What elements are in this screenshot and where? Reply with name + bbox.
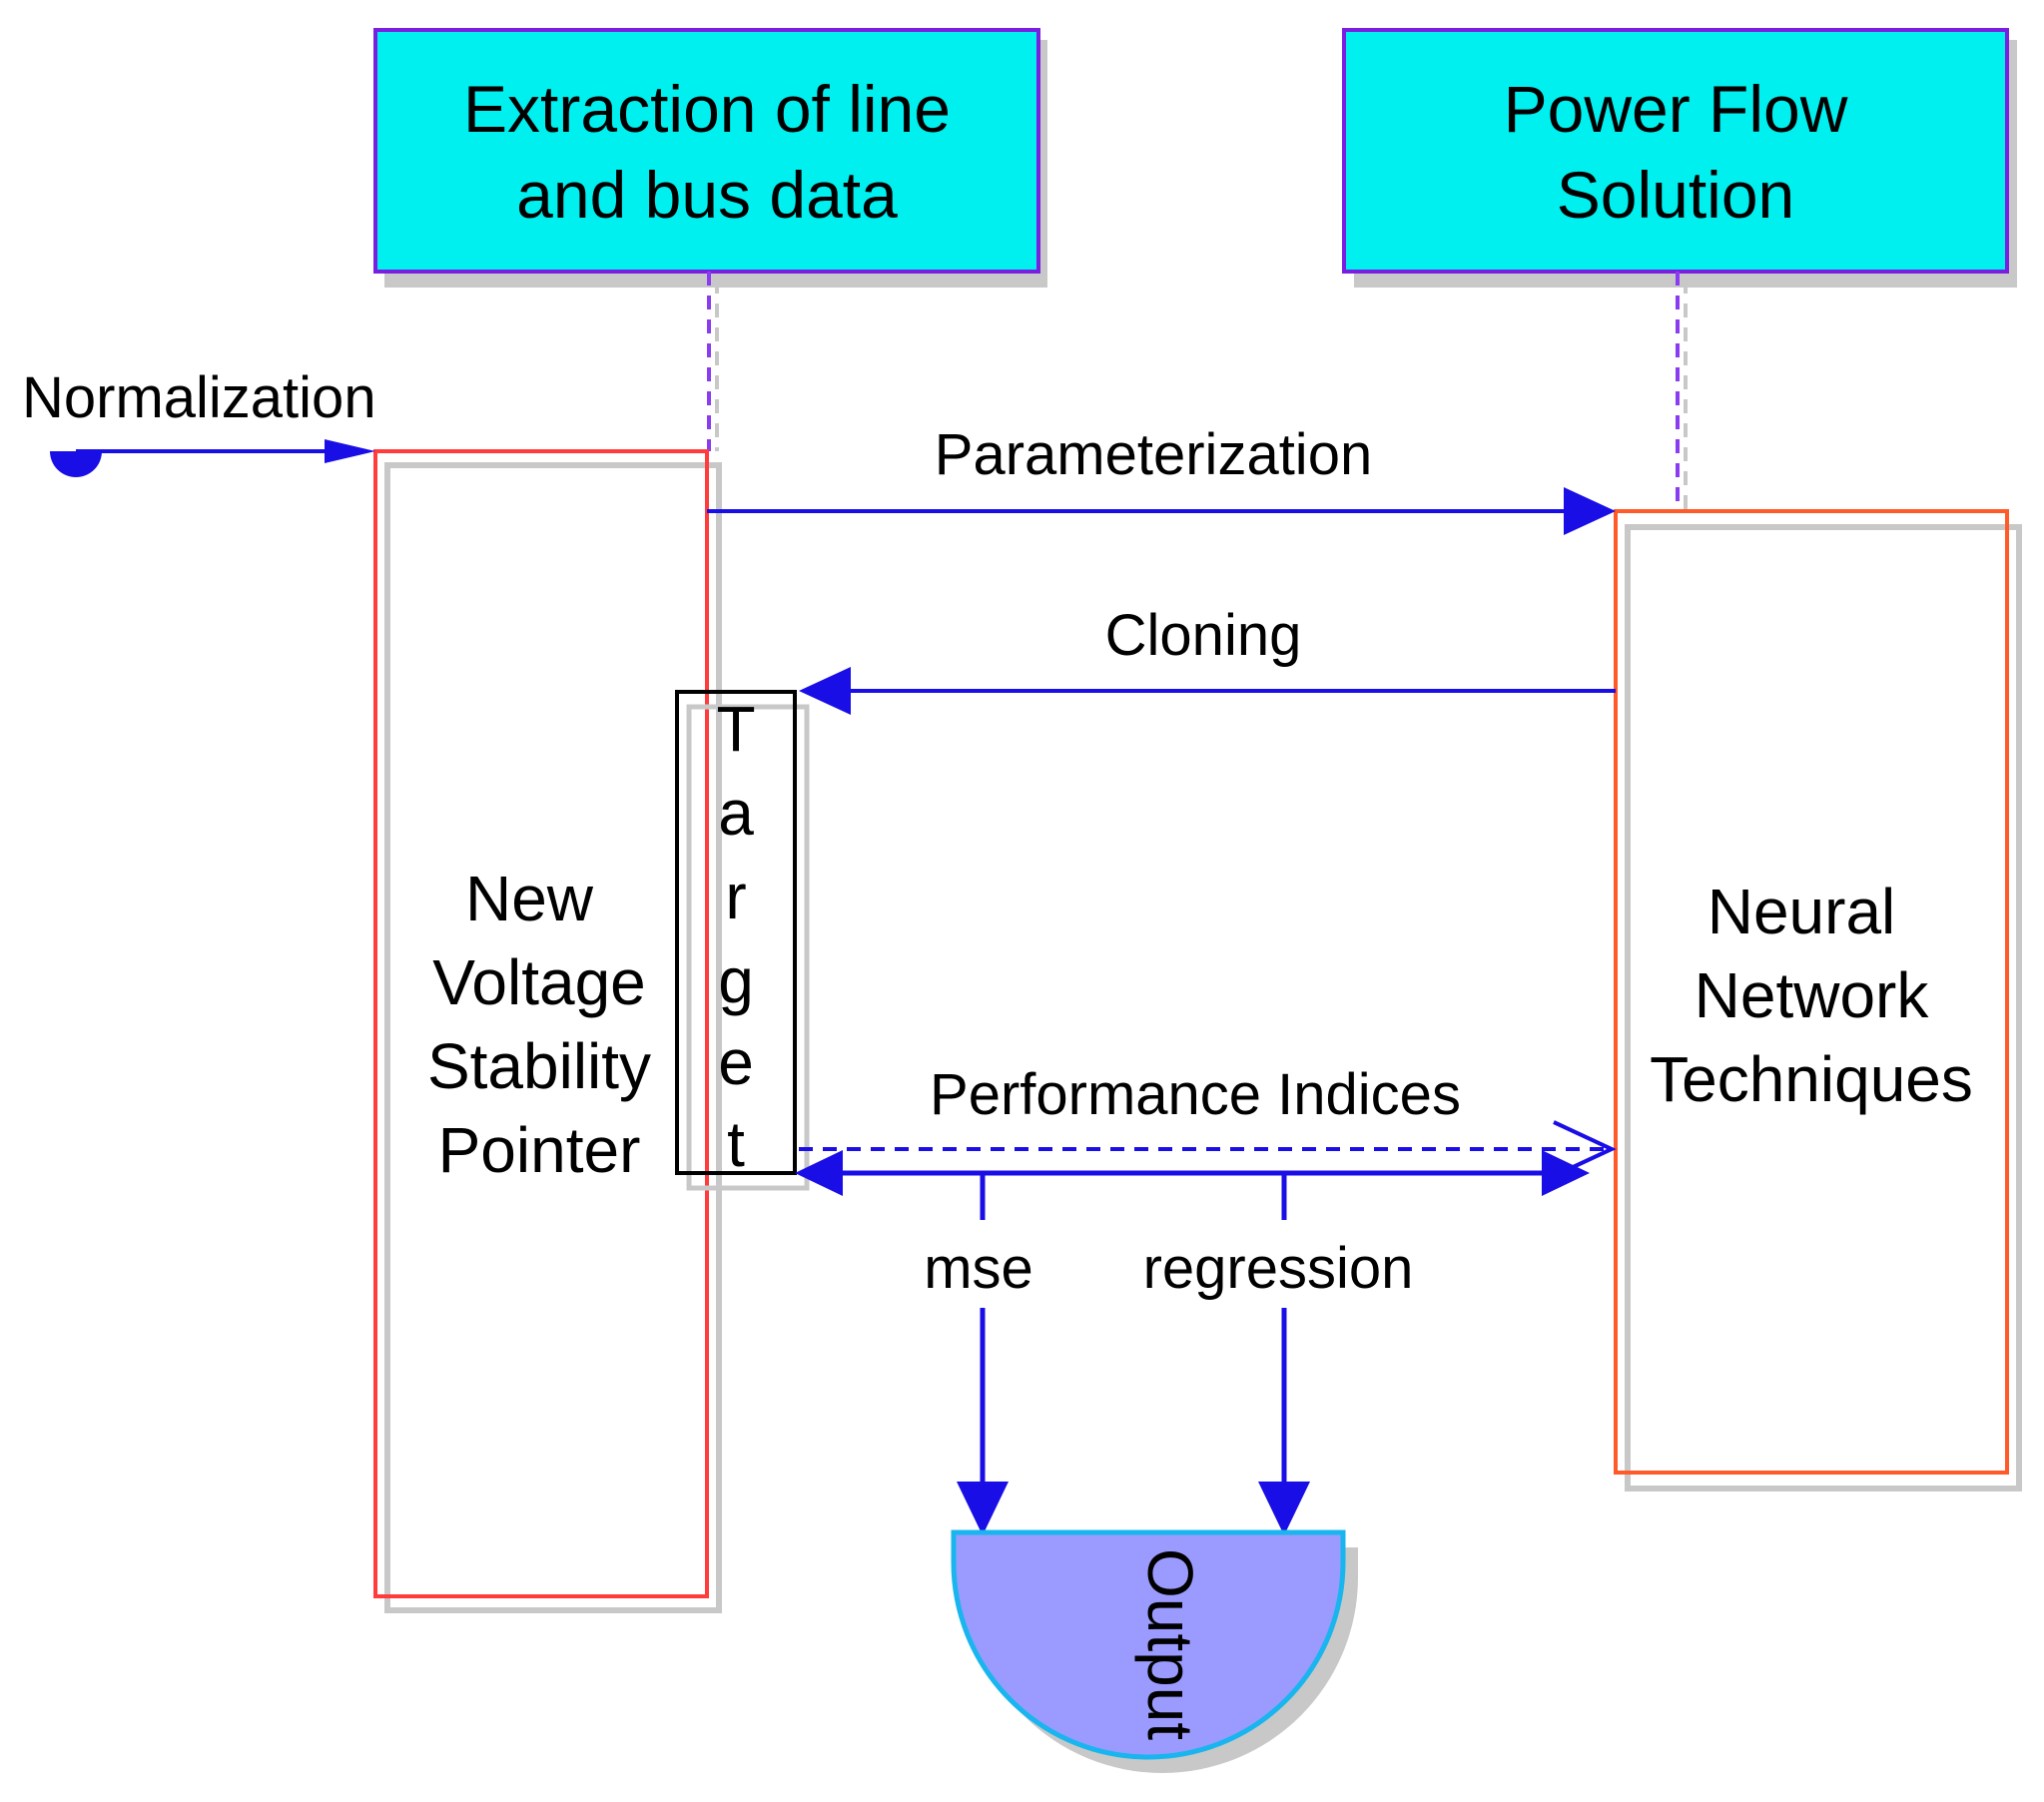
bidirectional-arrowhead-left <box>795 1150 843 1196</box>
found-message-dot <box>50 451 102 477</box>
message-regression: regression <box>1143 1173 1414 1535</box>
activation-nnt-label-line3: Techniques <box>1650 1043 1973 1115</box>
activation-nnt-shadow <box>1625 524 2022 1492</box>
target-letter-r: r <box>725 861 746 932</box>
lifeline-power-flow-title-line1: Power Flow <box>1504 72 1848 146</box>
lifeline-extraction-box <box>373 28 1040 274</box>
activation-nvsp-label-line4: Pointer <box>438 1114 641 1186</box>
lifeline-power-flow-title-line2: Solution <box>1557 158 1795 232</box>
target-letter-e: e <box>718 1026 754 1098</box>
message-parameterization: Parameterization <box>707 422 1616 535</box>
output-node-shape <box>951 1529 1346 1760</box>
output-node: Output <box>951 1529 1358 1773</box>
message-cloning-arrowhead <box>799 667 851 715</box>
lifeline-extraction-title-line1: Extraction of line <box>463 72 951 146</box>
lifeline-extraction: Extraction of line and bus data <box>373 28 1047 288</box>
activation-nvsp-label-line2: Voltage <box>432 946 646 1018</box>
message-cloning: Cloning <box>799 603 1616 715</box>
message-mse-label: mse <box>924 1236 1033 1301</box>
message-normalization: Normalization <box>22 365 376 477</box>
message-normalization-arrowhead <box>325 439 375 463</box>
lifeline-power-flow: Power Flow Solution <box>1342 28 2017 288</box>
activation-nvsp-shadow <box>384 462 722 1613</box>
message-regression-label: regression <box>1143 1236 1414 1301</box>
activation-nvsp-label-line1: New <box>465 863 594 934</box>
bidirectional-arrowhead-right <box>1542 1150 1590 1196</box>
activation-nvsp-label-line3: Stability <box>427 1030 651 1102</box>
message-performance-indices: Performance Indices <box>795 1062 1617 1196</box>
message-cloning-label: Cloning <box>1105 603 1302 668</box>
lifeline-power-flow-box <box>1342 28 2009 274</box>
activation-nnt-label-line1: Neural <box>1707 876 1896 947</box>
target-letter-t1: T <box>716 693 755 765</box>
message-parameterization-arrowhead <box>1564 487 1616 535</box>
message-mse: mse <box>924 1173 1033 1535</box>
activation-nvsp-box <box>373 449 709 1598</box>
output-node-label: Output <box>1134 1548 1206 1740</box>
activation-target-shadow <box>686 704 810 1191</box>
lifeline-extraction-title-line2: and bus data <box>516 158 898 232</box>
activation-nnt: Neural Network Techniques <box>1614 509 2022 1492</box>
lifeline-stems <box>707 272 1688 511</box>
activation-nnt-label-line2: Network <box>1695 959 1930 1031</box>
activation-target: T a r g e t <box>675 690 810 1191</box>
activation-nnt-box <box>1614 509 2009 1475</box>
message-normalization-label: Normalization <box>22 365 376 430</box>
target-letter-a: a <box>718 777 754 849</box>
message-mse-arrowhead <box>957 1482 1009 1535</box>
target-letter-t2: t <box>727 1108 745 1180</box>
activation-nvsp: New Voltage Stability Pointer <box>373 449 722 1613</box>
message-performance-indices-label: Performance Indices <box>930 1062 1461 1127</box>
activation-target-box <box>675 690 797 1175</box>
message-parameterization-label: Parameterization <box>935 422 1372 487</box>
target-letter-g: g <box>718 944 754 1016</box>
message-regression-arrowhead <box>1258 1482 1310 1535</box>
